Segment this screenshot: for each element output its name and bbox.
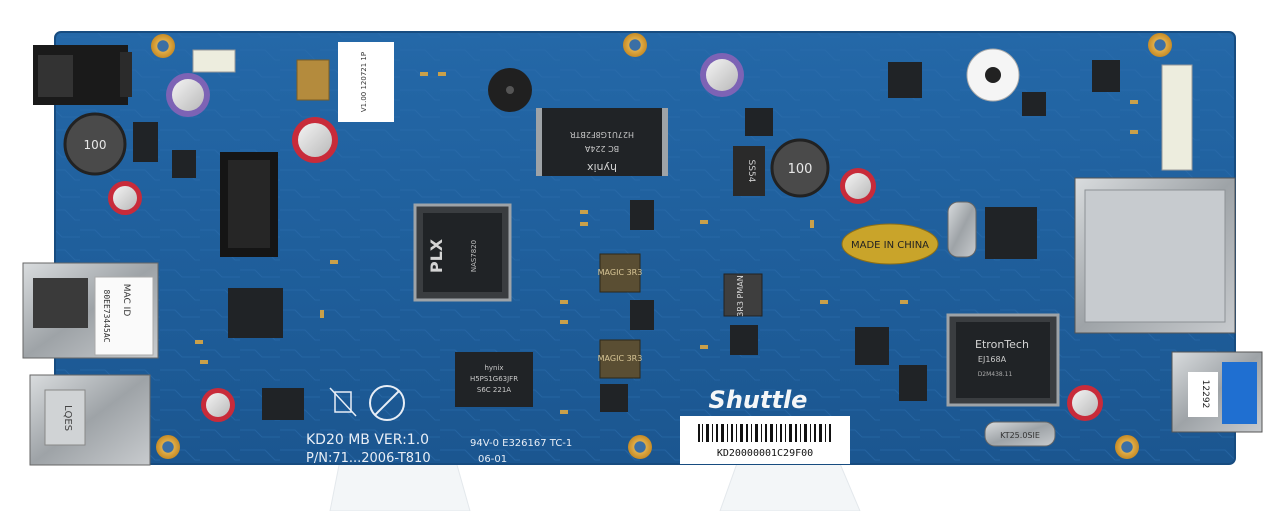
header-con7 (192, 49, 236, 73)
inductor-l31 (296, 59, 330, 101)
nand-brand: hynix (587, 161, 618, 174)
diode-label: SS54 (746, 160, 756, 183)
etron-brand: EtronTech (975, 338, 1029, 351)
capacitor-red-3 (201, 388, 235, 422)
inductor-coil-2 (770, 138, 830, 198)
dram-brand: hynix (484, 364, 503, 372)
usb3-port (1171, 351, 1263, 433)
made-in-china-text: MADE IN CHINA (851, 240, 929, 251)
sd-card-slot (1074, 177, 1236, 334)
plx-part: NAS7820 (470, 240, 478, 272)
plx-logo: PLX (427, 238, 446, 273)
l28-label: 3R3 PMAN (736, 275, 745, 316)
header-con12 (1161, 64, 1193, 171)
usb-label: 12292 (1200, 380, 1210, 409)
nand-sub: BC 224A (584, 144, 619, 153)
power-jack (33, 45, 132, 105)
made-in-china-sticker (841, 223, 939, 265)
chip-ethernet-phy (228, 288, 283, 338)
chip-nand-hynix (536, 108, 668, 176)
capacitor-red-4 (840, 168, 876, 204)
date-code-text: 06-01 (478, 454, 507, 465)
capacitor-purple-2 (700, 53, 744, 97)
dram-part: H5PS1G63JFR (470, 375, 518, 383)
firmware-sticker: V1.00 120721 1P (338, 42, 394, 122)
etron-part: EJ168A (978, 355, 1007, 364)
magic-2-label: MAGIC 3R3 (598, 354, 643, 363)
pb-free-icon (369, 385, 405, 421)
capacitor-red-1 (292, 117, 338, 163)
chip-dram-hynix (455, 352, 533, 407)
sticker-text: V1.00 120721 1P (360, 52, 368, 112)
coil-1-label: 100 (84, 138, 107, 152)
pin-header (220, 152, 278, 257)
mac-id-value: 80EE73445AC (102, 290, 111, 343)
crystal-label: KT25.0SIE (1000, 431, 1040, 440)
inductor-l28 (723, 273, 763, 317)
chip-etron-usb3 (946, 313, 1060, 407)
coil-2-label: 100 (788, 162, 813, 177)
capacitor-purple-1 (166, 73, 210, 117)
barcode-text: KD20000001C29F00 (717, 448, 813, 459)
rtc-battery (966, 48, 1020, 102)
diode-ss54 (733, 146, 765, 196)
mounting-holes (151, 33, 1172, 459)
ul-rating-text: 94V-0 E326167 TC-1 (470, 438, 572, 449)
capacitor-red-5 (1067, 385, 1103, 421)
smd-components (195, 72, 1138, 414)
small-ics (133, 60, 1120, 420)
nand-part: H27U1G8F2BTR (570, 130, 634, 139)
esata-port (29, 374, 151, 466)
capacitor-red-2 (108, 181, 142, 215)
magic-1-label: MAGIC 3R3 (598, 268, 643, 277)
crystal-oscillator (984, 421, 1056, 447)
etron-sub: D2M438.11 (978, 371, 1013, 378)
chip-plx-soc (413, 203, 512, 302)
serial-barcode-sticker (680, 416, 850, 464)
esata-label: LQES (62, 405, 73, 431)
inductor-magic-2 (599, 339, 641, 379)
mac-id-label: MAC ID (121, 284, 131, 317)
weee-bin-icon (329, 387, 357, 417)
inductor-coil-1 (63, 112, 127, 176)
ethernet-port (22, 262, 159, 359)
shuttle-logo: Shuttle (709, 386, 808, 414)
model-version-text: KD20 MB VER:1.0 (306, 432, 429, 448)
inductor-magic-1 (599, 253, 641, 293)
crystal-y6 (947, 201, 977, 258)
dram-sub: S6C 221A (477, 386, 511, 394)
part-number-text: P/N:71...2006-T810 (306, 451, 431, 466)
